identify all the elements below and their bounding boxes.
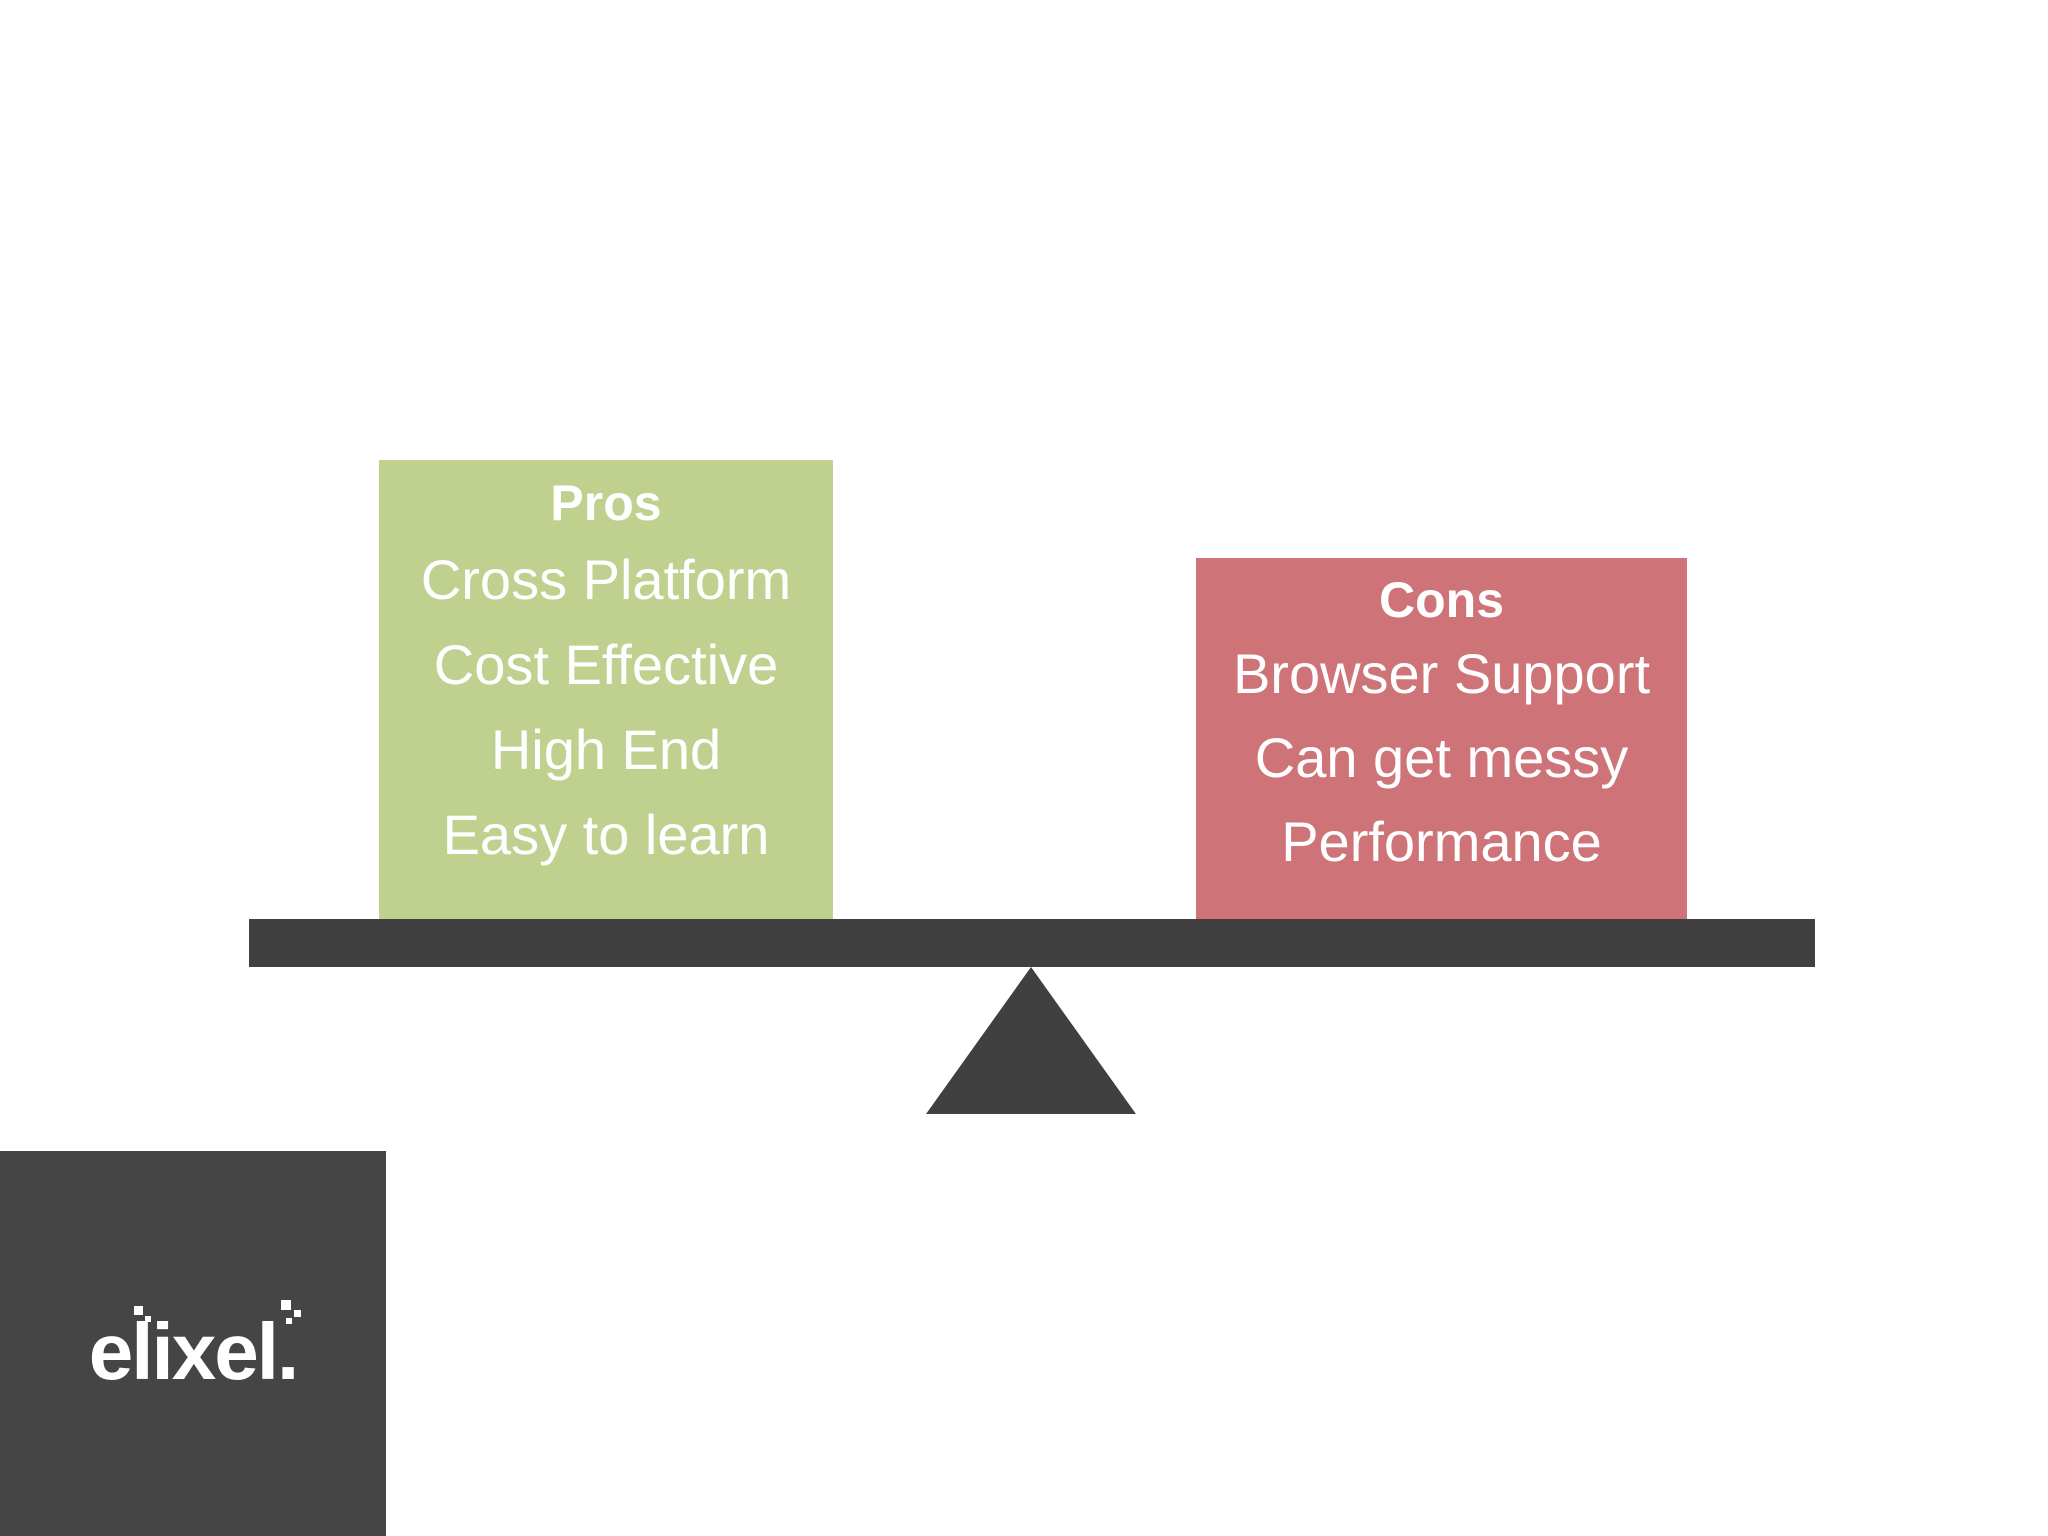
balance-beam-icon (249, 919, 1815, 967)
logo-pixel-dot-icon (133, 1305, 143, 1315)
pros-title: Pros (550, 475, 662, 531)
cons-item-2: Can get messy (1254, 726, 1629, 789)
logo-pixel-dot-icon (144, 1315, 151, 1322)
balance-fulcrum-icon (926, 967, 1136, 1114)
pros-item-1: Cross Platform (420, 548, 792, 611)
cons-title: Cons (1379, 572, 1504, 628)
pros-item-2: Cost Effective (433, 633, 779, 696)
cons-item-3: Performance (1281, 810, 1602, 873)
cons-panel: Cons Browser Support Can get messy Perfo… (1196, 558, 1687, 920)
elixel-logo-block: elixel. (0, 1151, 386, 1536)
pros-panel: Pros Cross Platform Cost Effective High … (379, 460, 833, 920)
logo-pixel-dot-icon (285, 1317, 292, 1324)
elixel-wordmark: elixel. (89, 1299, 301, 1392)
cons-item-1: Browser Support (1232, 642, 1651, 705)
pros-item-3: High End (490, 718, 722, 781)
pros-item-4: Easy to learn (442, 803, 770, 866)
logo-pixel-dot-icon (293, 1309, 301, 1317)
logo-pixel-dot-icon (280, 1299, 291, 1310)
